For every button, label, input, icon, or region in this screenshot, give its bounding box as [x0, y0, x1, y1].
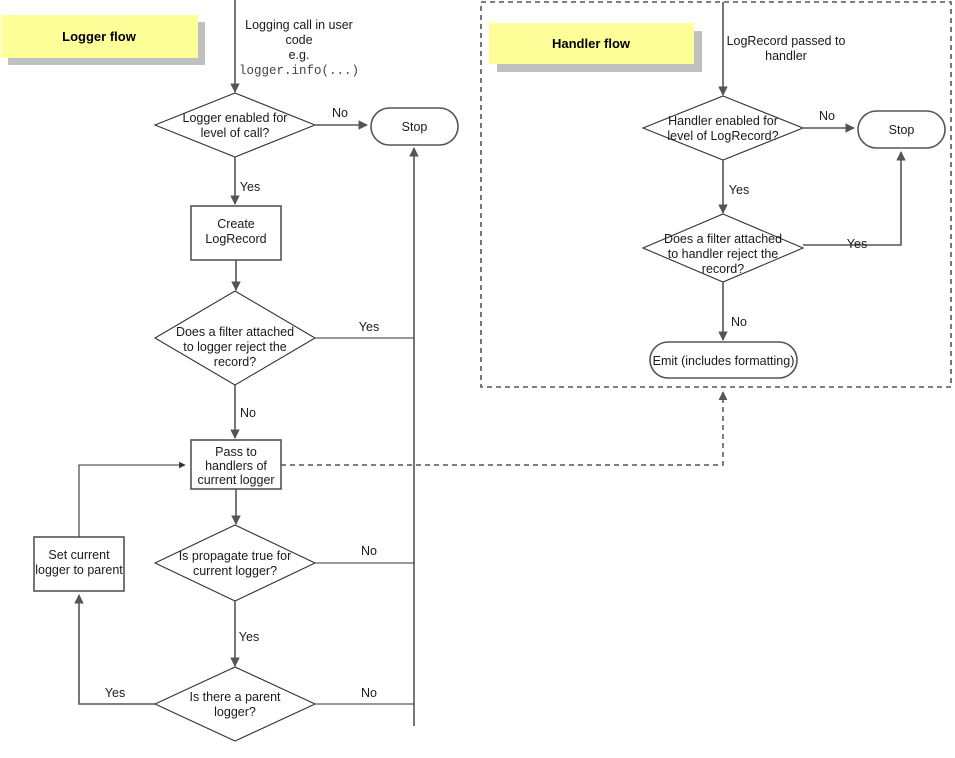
- edge-label-logger-enabled-no: No: [332, 106, 348, 120]
- edge-label-handler-enabled-yes: Yes: [729, 183, 749, 197]
- node-handler-stop: [857, 110, 946, 149]
- node-pass-to-handlers: [190, 439, 282, 490]
- node-pass-to-handlers-line3: current logger: [197, 473, 274, 487]
- node-logger-stop-label: Stop: [402, 120, 428, 134]
- edge-has-parent-yes: [74, 594, 155, 705]
- node-logger-enabled: [153, 92, 317, 158]
- node-emit-label: Emit (includes formatting): [653, 354, 795, 368]
- node-has-parent-line1: Is there a parent: [189, 690, 281, 704]
- edge-handoff-to-handler-flow: [281, 391, 728, 466]
- node-logger-stop: [370, 107, 459, 146]
- node-handler-filter-line2: to handler reject the: [668, 247, 779, 261]
- node-set-parent-line2: logger to parent: [35, 563, 123, 577]
- node-create-logrecord-line1: Create: [217, 217, 255, 231]
- node-emit: [649, 341, 798, 379]
- handler-flow-container: [480, 1, 952, 388]
- handler-entry-note-line1: LogRecord passed to: [727, 34, 846, 48]
- node-handler-filter-line3: record?: [702, 262, 744, 276]
- edge-label-has-parent-no: No: [361, 686, 377, 700]
- node-logger-enabled-line2: level of call?: [201, 126, 270, 140]
- node-handler-filter-line1: Does a filter attached: [664, 232, 782, 246]
- node-pass-to-handlers-line2: handlers of: [205, 459, 267, 473]
- edge-label-logger-filter-no: No: [240, 406, 256, 420]
- edge-label-handler-filter-yes: Yes: [847, 237, 867, 251]
- handler-entry-note-line2: handler: [765, 49, 807, 63]
- edge-handler-filter-yes: [803, 151, 906, 246]
- handler-flow-title-box: [489, 23, 694, 64]
- node-is-propagate: [153, 524, 317, 602]
- edge-label-is-propagate-no: No: [361, 544, 377, 558]
- node-logger-filter-line3: record?: [214, 355, 256, 369]
- logger-flow-title-label: Logger flow: [62, 29, 137, 44]
- node-is-propagate-line2: current logger?: [193, 564, 277, 578]
- logger-entry-note-code: logger.info(...): [239, 64, 359, 78]
- logger-entry-note-line2: code: [285, 33, 312, 47]
- node-handler-enabled: [641, 95, 805, 161]
- node-handler-stop-label: Stop: [889, 123, 915, 137]
- edge-label-logger-enabled-yes: Yes: [240, 180, 260, 194]
- node-logger-filter-line2: to logger reject the: [183, 340, 287, 354]
- node-set-parent: [33, 536, 125, 592]
- edge-label-has-parent-yes: Yes: [105, 686, 125, 700]
- node-has-parent: [153, 666, 317, 742]
- node-handler-enabled-line2: level of LogRecord?: [667, 129, 778, 143]
- node-has-parent-line2: logger?: [214, 705, 256, 719]
- logger-entry-note-line3: e.g.: [289, 48, 310, 62]
- node-logger-enabled-line1: Logger enabled for: [183, 111, 288, 125]
- edge-label-handler-enabled-no: No: [819, 109, 835, 123]
- edge-label-handler-filter-no: No: [731, 315, 747, 329]
- logger-entry-note-line1: Logging call in user: [245, 18, 353, 32]
- edge-label-logger-filter-yes: Yes: [359, 320, 379, 334]
- node-is-propagate-line1: Is propagate true for: [179, 549, 292, 563]
- node-create-logrecord-line2: LogRecord: [205, 232, 266, 246]
- node-pass-to-handlers-line1: Pass to: [215, 445, 257, 459]
- handler-flow-title-label: Handler flow: [552, 36, 631, 51]
- node-logger-filter-line1: Does a filter attached: [176, 325, 294, 339]
- logger-flow-title-box: [1, 15, 198, 58]
- node-handler-enabled-line1: Handler enabled for: [668, 114, 778, 128]
- node-set-parent-line1: Set current: [48, 548, 110, 562]
- edge-set-parent-to-pass: [78, 461, 186, 537]
- edge-label-is-propagate-yes: Yes: [239, 630, 259, 644]
